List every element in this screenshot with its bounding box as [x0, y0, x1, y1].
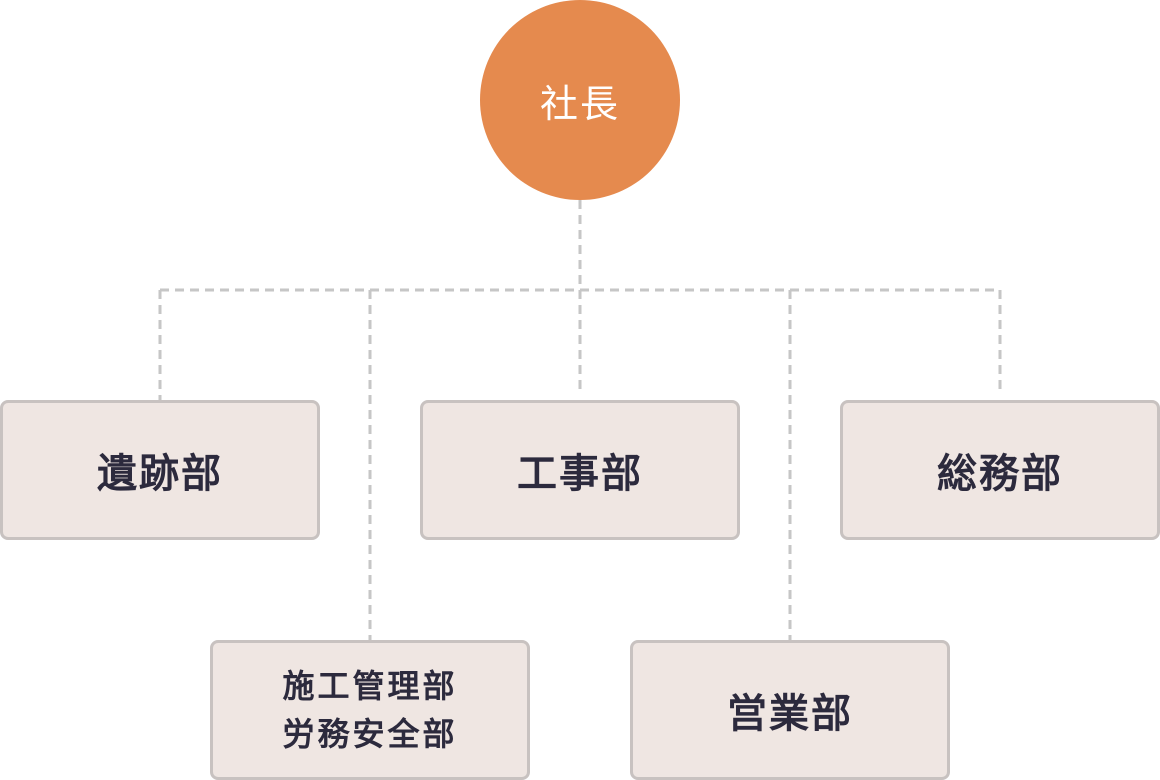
- department-label: 工事部: [517, 451, 643, 497]
- department-node-kouji: 工事部: [420, 400, 740, 540]
- department-label: 遺跡部: [97, 451, 223, 497]
- department-label-line-2: 労務安全部: [282, 715, 458, 753]
- department-node-iseki: 遺跡部: [0, 400, 320, 540]
- department-node-soumu: 総務部: [840, 400, 1160, 540]
- department-label-line-1: 施工管理部: [282, 667, 458, 705]
- department-node-eigyou: 営業部: [630, 640, 950, 780]
- department-node-sekou-roumu: 施工管理部 労務安全部: [210, 640, 530, 780]
- department-label: 総務部: [937, 451, 1063, 497]
- president-label: 社長: [539, 81, 620, 126]
- president-node: 社長: [480, 0, 680, 200]
- department-label: 営業部: [727, 691, 853, 737]
